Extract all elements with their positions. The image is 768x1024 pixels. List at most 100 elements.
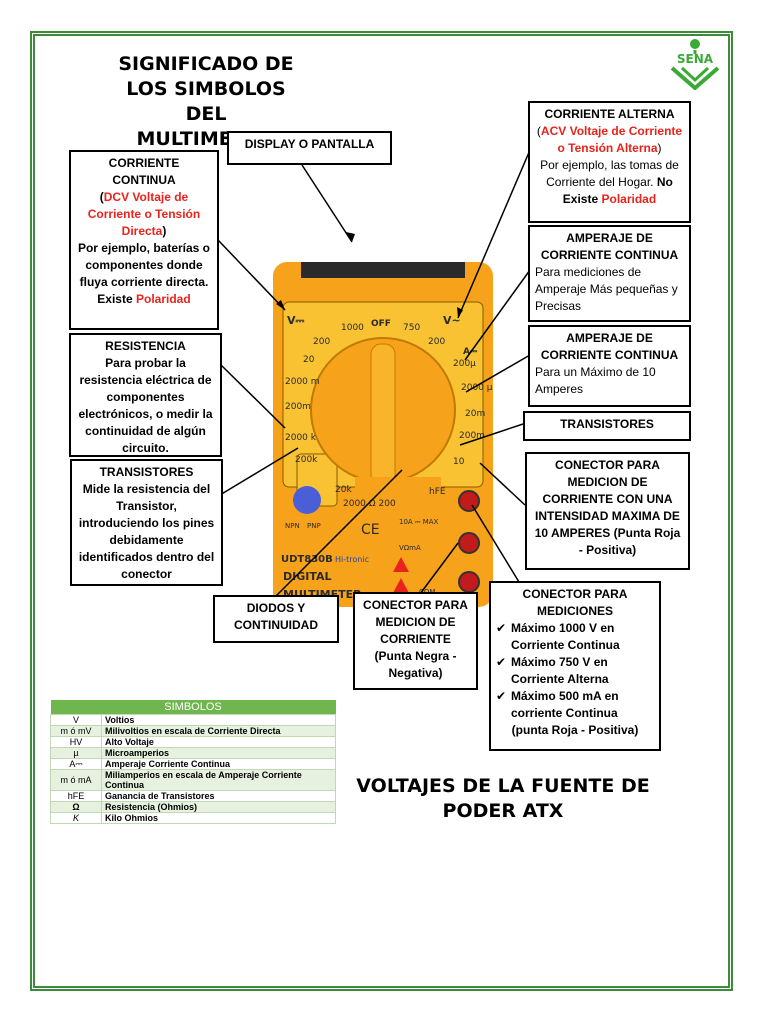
- label-2000k: 2000 k: [285, 433, 317, 443]
- label-digital: DIGITAL: [283, 570, 332, 583]
- table-desc: Microamperios: [101, 747, 336, 759]
- label-200m: 200m: [285, 402, 311, 412]
- cc-open: (: [99, 190, 104, 204]
- table-desc: Alto Voltaje: [101, 736, 336, 748]
- callout-diodos: DIODOS Y CONTINUIDAD: [213, 595, 339, 643]
- label-vac: V~: [443, 314, 461, 327]
- label-10a: 10A ⎓ MAX: [399, 518, 439, 526]
- ca-red: ACV Voltaje de Corriente o Tensión Alter…: [540, 124, 683, 155]
- label-10: 10: [453, 457, 465, 467]
- label-200a: 200: [313, 337, 330, 347]
- table-symbol: V: [50, 714, 102, 726]
- table-desc: Voltios: [101, 714, 336, 726]
- table-symbol: HV: [50, 736, 102, 748]
- label-20: 20: [303, 355, 315, 365]
- multimeter-image: V⎓ V~ OFF 1000 750 200 200 20 A⎓ 2000 m …: [273, 262, 493, 607]
- callout-conector-10a: CONECTOR PARA MEDICION DE CORRIENTE CON …: [525, 452, 690, 570]
- table-desc: Kilo Ohmios: [101, 812, 336, 824]
- cmed-title: CONECTOR PARA MEDICIONES: [522, 587, 628, 618]
- callout-conector-mediciones: CONECTOR PARA MEDICIONES Máximo 1000 V e…: [489, 581, 661, 751]
- callout-transistores-right: TRANSISTORES: [523, 411, 691, 441]
- cc-close: ): [162, 224, 167, 238]
- table-desc: Miliamperios en escala de Amperaje Corri…: [101, 769, 336, 791]
- cmed-footer: (punta Roja - Positiva): [511, 723, 639, 737]
- sena-logo-icon: SENA: [670, 39, 720, 91]
- label-npn: NPN: [285, 522, 300, 530]
- amp2-title: AMPERAJE DE CORRIENTE CONTINUA: [540, 331, 679, 362]
- label-model: UDT830B: [281, 554, 333, 565]
- cmed-item: Máximo 750 V en Corriente Alterna: [496, 654, 654, 688]
- cc-body: Por ejemplo, baterías o componentes dond…: [77, 241, 211, 306]
- callout-display: DISPLAY O PANTALLA: [227, 131, 392, 165]
- section-title: VOLTAJES DE LA FUENTE DE PODER ATX: [356, 775, 650, 822]
- label-200k: 200k: [295, 455, 318, 465]
- label-2000m: 2000 m: [285, 377, 320, 387]
- label-20m: 20m: [465, 409, 485, 419]
- table-desc: Resistencia (Ohmios): [101, 801, 336, 813]
- table-symbol: A⎓: [50, 758, 102, 770]
- label-200b: 200: [428, 337, 445, 347]
- label-200u: 200µ: [453, 359, 476, 369]
- callout-corriente-continua: CORRIENTE CONTINUA (DCV Voltaje de Corri…: [69, 150, 219, 330]
- table-symbol: K: [50, 812, 102, 824]
- label-vdc: V⎓: [287, 314, 305, 327]
- ca-red2: Polaridad: [601, 192, 657, 206]
- cmed-item: Máximo 500 mA en corriente Continua: [496, 688, 654, 722]
- ca-close: ): [657, 141, 662, 155]
- label-hfe: hFE: [429, 487, 446, 497]
- tr-right-title: TRANSISTORES: [560, 417, 654, 431]
- res-body: Para probar la resistencia eléctrica de …: [78, 356, 213, 455]
- table-desc: Milivoltios en escala de Corriente Direc…: [101, 725, 336, 737]
- ca-open: (: [536, 124, 541, 138]
- callout-resistencia: RESISTENCIA Para probar la resistencia e…: [69, 333, 222, 457]
- table-symbol: Ω: [50, 801, 102, 813]
- res-title: RESISTENCIA: [105, 339, 186, 353]
- callout-corriente-alterna: CORRIENTE ALTERNA (ACV Voltaje de Corrie…: [528, 101, 691, 223]
- table-desc: Amperaje Corriente Continua: [101, 758, 336, 770]
- sena-logo: SENA: [664, 38, 726, 91]
- cc-red: DCV Voltaje de Corriente o Tensión Direc…: [87, 190, 201, 238]
- cmed-item: Máximo 1000 V en Corriente Continua: [496, 620, 654, 654]
- label-20k: 20k: [335, 485, 352, 495]
- cc-title: CORRIENTE CONTINUA: [108, 156, 180, 187]
- label-200m2: 200m: [459, 431, 485, 441]
- label-brand: Hi-tronic: [335, 555, 369, 564]
- display-title: DISPLAY O PANTALLA: [244, 137, 375, 151]
- label-ce: CE: [361, 522, 380, 538]
- tr-left-title: TRANSISTORES: [99, 465, 194, 479]
- cmed-list: Máximo 1000 V en Corriente Continua Máxi…: [496, 620, 654, 722]
- callout-amperaje-2: AMPERAJE DE CORRIENTE CONTINUA Para un M…: [528, 325, 691, 407]
- page-frame: [30, 31, 733, 991]
- cneg-title: CONECTOR PARA MEDICION DE CORRIENTE: [363, 598, 468, 646]
- label-vom: VΩmA: [399, 544, 421, 552]
- label-2000ohm: 2000 Ω 200: [343, 499, 396, 509]
- table-symbol: m ó mA: [50, 769, 102, 791]
- table-symbol: µ: [50, 747, 102, 759]
- logo-text: SENA: [677, 52, 714, 66]
- callout-transistores-left: TRANSISTORES Mide la resistencia del Tra…: [70, 459, 223, 586]
- amp1-body: Para mediciones de Amperaje Más pequeñas…: [535, 265, 678, 313]
- table-header: SIMBOLOS: [50, 700, 336, 715]
- ca-title: CORRIENTE ALTERNA: [544, 107, 675, 121]
- label-750: 750: [403, 323, 420, 333]
- ca-body: Por ejemplo, las tomas de Corriente del …: [540, 158, 679, 189]
- callout-conector-negra: CONECTOR PARA MEDICION DE CORRIENTE (Pun…: [353, 592, 478, 690]
- table-symbol: hFE: [50, 790, 102, 802]
- c10a-title: CONECTOR PARA MEDICION DE CORRIENTE CON …: [534, 458, 681, 557]
- callout-amperaje-1: AMPERAJE DE CORRIENTE CONTINUA Para medi…: [528, 225, 691, 322]
- amp2-body: Para un Máximo de 10 Amperes: [535, 365, 656, 396]
- label-pnp: PNP: [307, 522, 321, 530]
- label-1000: 1000: [341, 323, 364, 333]
- label-off: OFF: [371, 319, 391, 329]
- label-2000u: 2000 µ: [461, 383, 493, 393]
